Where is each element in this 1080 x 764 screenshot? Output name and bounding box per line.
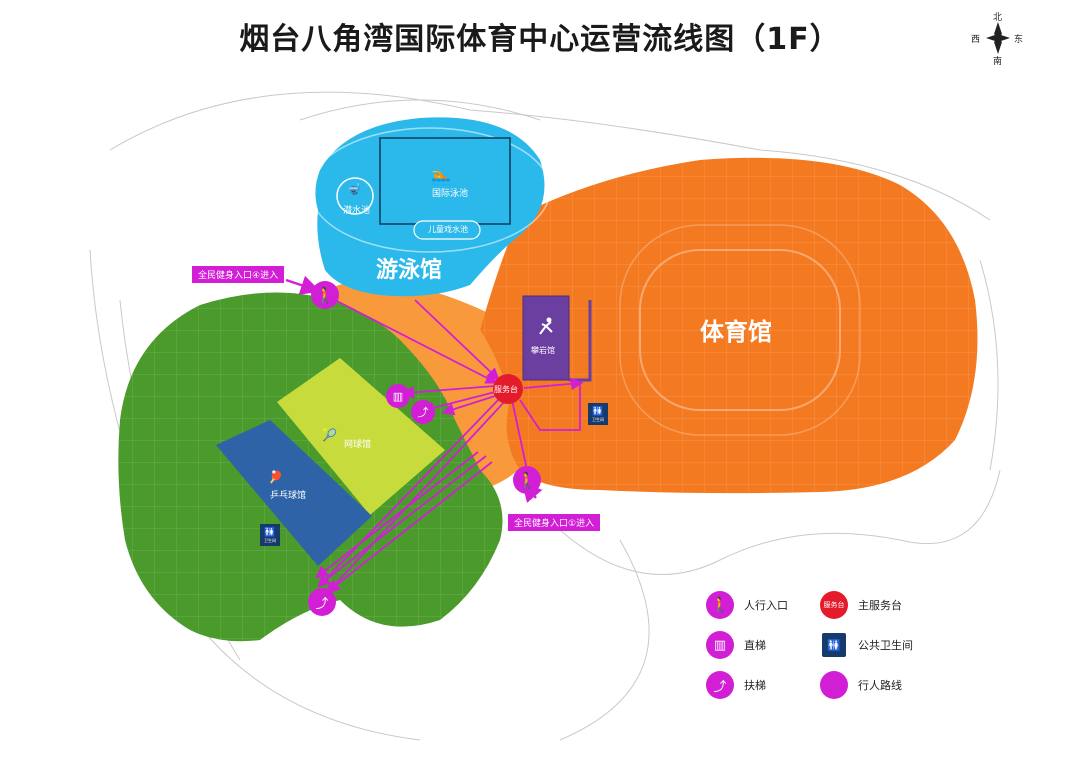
legend-label: 人行入口 <box>744 599 788 612</box>
entrance-4-label: 全民健身入口④进入 <box>192 266 285 283</box>
legend-label: 公共卫生间 <box>858 639 913 652</box>
entrance-1-marker[interactable]: 🚶 <box>513 466 541 494</box>
service-desk-marker[interactable] <box>493 374 523 404</box>
climbing-zone <box>522 295 570 381</box>
kids-pool-badge <box>413 220 481 240</box>
pedestrian-entrance-icon: 🚶 <box>706 591 734 619</box>
restroom-icon: 🚻 <box>592 406 604 417</box>
restroom-icon: 🚻 <box>264 527 276 538</box>
pingpong-zone <box>216 420 372 566</box>
main-service-desk-icon: 服务台 <box>820 591 848 619</box>
pingpong-hall-label: 乒乓球馆 <box>270 491 307 501</box>
service-desk-label: 服务台 <box>494 385 518 394</box>
legend-item-entrance: 🚶 人行入口 <box>706 590 788 620</box>
restroom-label: 卫生间 <box>264 537 276 543</box>
tennis-zone <box>277 358 445 515</box>
map-title: 烟台八角湾国际体育中心运营流线图（1F） <box>239 22 841 57</box>
diving-icon: 🤿 <box>347 183 361 196</box>
gymnasium-label: 体育馆 <box>700 318 772 346</box>
international-pool <box>379 137 511 225</box>
restroom-marker-gym[interactable]: 🚻 卫生间 <box>588 403 608 425</box>
legend-label: 扶梯 <box>744 679 766 692</box>
legend-label: 主服务台 <box>858 599 902 612</box>
compass-rose-icon <box>986 22 1010 54</box>
compass-east: 东 <box>1014 35 1024 45</box>
gymnasium-arena <box>639 249 841 411</box>
escalator-marker-lower[interactable]: ⤴ <box>308 588 336 616</box>
legend-item-escalator: ⤴ 扶梯 <box>706 670 766 700</box>
restroom-label: 卫生间 <box>592 416 604 422</box>
elevator-marker[interactable]: ▥ <box>386 384 410 408</box>
compass-south: 南 <box>993 57 1003 67</box>
pedestrian-routes <box>285 275 584 595</box>
pedestrian-icon: 🚶 <box>517 470 537 490</box>
entrance-4-marker[interactable]: 🚶 <box>311 281 339 309</box>
legend-item-route: 行人路线 <box>820 670 902 700</box>
pedestrian-icon: 🚶 <box>315 285 335 305</box>
legend-item-restroom: 🚻 公共卫生间 <box>820 630 913 660</box>
compass-west: 西 <box>971 35 981 45</box>
diving-pool-label: 潜水池 <box>343 206 371 216</box>
legend: 🚶 人行入口 服务台 主服务台 ▥ 直梯 🚻 公共卫生间 ⤴ 扶梯 行人路线 <box>706 590 966 710</box>
legend-item-service: 服务台 主服务台 <box>820 590 902 620</box>
tennis-icon: 🎾 <box>322 428 337 442</box>
compass-north: 北 <box>993 13 1003 23</box>
escalator-icon: ⤴ <box>315 596 329 612</box>
restroom-icon: 🚻 <box>822 633 846 657</box>
escalator-icon: ⤴ <box>417 406 429 419</box>
international-pool-label: 国际泳池 <box>432 189 469 199</box>
swimming-hall-label: 游泳馆 <box>376 258 443 283</box>
climbing-hall-label: 攀岩馆 <box>531 346 555 355</box>
legend-item-elevator: ▥ 直梯 <box>706 630 766 660</box>
kids-pool-label: 儿童戏水池 <box>428 225 468 234</box>
compass: 北 西 东 南 <box>968 10 1028 67</box>
diving-pool-badge <box>336 177 374 215</box>
elevator-icon: ▥ <box>392 389 404 403</box>
tennis-hall-label: 网球馆 <box>344 440 372 450</box>
elevator-icon: ▥ <box>706 631 734 659</box>
climbing-icon <box>539 317 553 335</box>
pedestrian-route-icon <box>820 671 848 699</box>
restroom-marker-green[interactable]: 🚻 卫生间 <box>260 524 280 546</box>
pingpong-icon: 🏓 <box>268 470 283 484</box>
legend-label: 行人路线 <box>858 679 902 692</box>
swim-icon: 🏊 <box>431 166 451 185</box>
escalator-icon: ⤴ <box>706 671 734 699</box>
entrance-1-label: 全民健身入口①进入 <box>508 514 601 531</box>
legend-label: 直梯 <box>744 639 766 652</box>
escalator-marker-upper[interactable]: ⤴ <box>411 400 435 424</box>
